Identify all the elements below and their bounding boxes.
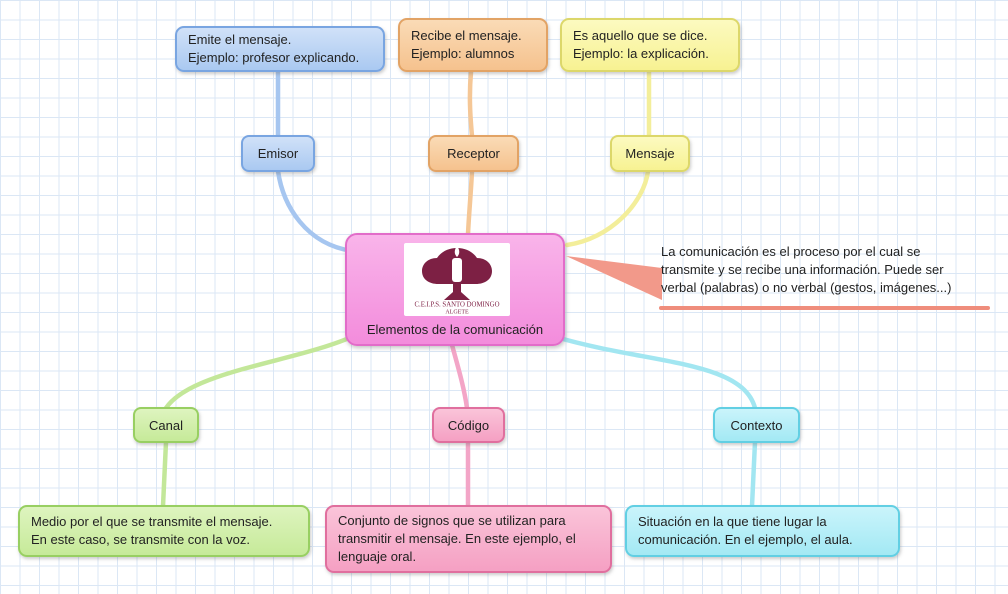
note-codigo-text: Conjunto de signos que se utilizan para … — [338, 513, 576, 564]
note-emisor-text: Emite el mensaje. Ejemplo: profesor expl… — [188, 32, 360, 65]
node-elementos-comunicacion[interactable]: C.E.I.P.S. SANTO DOMINGO ALGETE Elemento… — [345, 233, 565, 346]
node-canal-label: Canal — [149, 417, 183, 433]
canal-note-line — [160, 439, 169, 509]
node-codigo[interactable]: Código — [432, 407, 505, 443]
school-logo-tree-icon: C.E.I.P.S. SANTO DOMINGO ALGETE — [414, 246, 500, 316]
canal-branch-line — [163, 332, 359, 411]
contexto-note-line — [749, 439, 758, 509]
annotation-callout-wedge — [566, 256, 662, 300]
note-canal-text: Medio por el que se transmite el mensaje… — [31, 514, 273, 547]
node-receptor-label: Receptor — [447, 146, 500, 161]
logo-caption-line2: ALGETE — [445, 310, 469, 316]
note-mensaje-text: Es aquello que se dice. Ejemplo: la expl… — [573, 28, 709, 61]
codigo-branch-line — [449, 342, 470, 411]
note-codigo[interactable]: Conjunto de signos que se utilizan para … — [325, 505, 612, 573]
node-contexto-label: Contexto — [730, 417, 783, 433]
receptor-branch-line — [465, 168, 475, 237]
node-contexto[interactable]: Contexto — [713, 407, 800, 443]
node-emisor[interactable]: Emisor — [241, 135, 315, 172]
note-mensaje[interactable]: Es aquello que se dice. Ejemplo: la expl… — [560, 18, 740, 72]
central-node-label: Elementos de la comunicación — [366, 322, 544, 337]
emisor-branch-line — [275, 168, 355, 254]
note-emisor[interactable]: Emite el mensaje. Ejemplo: profesor expl… — [175, 26, 385, 72]
node-mensaje-label: Mensaje — [625, 146, 675, 161]
note-contexto[interactable]: Situación en la que tiene lugar la comun… — [625, 505, 900, 557]
node-receptor[interactable]: Receptor — [428, 135, 519, 172]
annotation[interactable]: La comunicación es el proceso por el cua… — [661, 243, 996, 297]
note-contexto-text: Situación en la que tiene lugar la comun… — [638, 514, 853, 547]
node-codigo-label: Código — [447, 417, 490, 433]
logo-caption-line1: C.E.I.P.S. SANTO DOMINGO — [414, 302, 499, 309]
node-mensaje[interactable]: Mensaje — [610, 135, 690, 172]
note-canal[interactable]: Medio por el que se transmite el mensaje… — [18, 505, 310, 557]
annotation-text: La comunicación es el proceso por el cua… — [661, 244, 952, 295]
node-emisor-label: Emisor — [257, 146, 299, 161]
receptor-note-line — [467, 69, 475, 139]
school-logo-image: C.E.I.P.S. SANTO DOMINGO ALGETE — [404, 243, 510, 316]
note-receptor-text: Recibe el mensaje. Ejemplo: alumnos — [411, 28, 522, 61]
node-canal[interactable]: Canal — [133, 407, 199, 443]
note-receptor[interactable]: Recibe el mensaje. Ejemplo: alumnos — [398, 18, 548, 72]
contexto-branch-line — [553, 334, 758, 411]
mensaje-branch-line — [564, 168, 651, 248]
